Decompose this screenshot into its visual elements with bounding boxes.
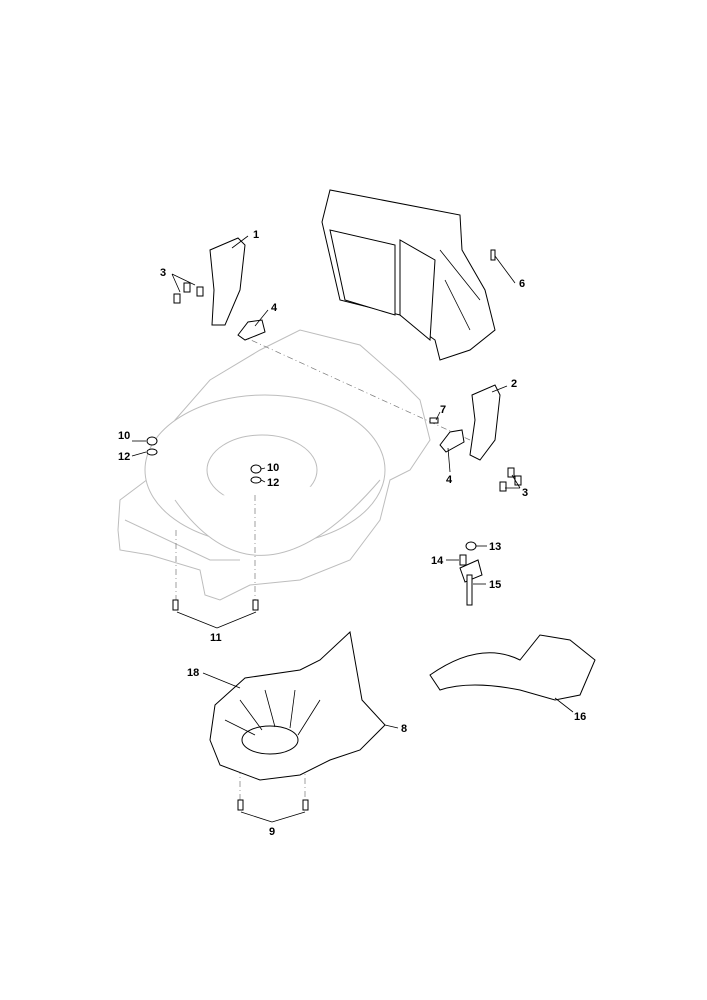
mower-deck [117,329,431,601]
callout-10: 10 [267,462,279,474]
clip-left [237,319,266,341]
callout-1: 1 [253,229,259,241]
mulch-deflector [209,631,386,781]
rear-flap-housing [321,189,496,361]
callout-4: 4 [271,302,278,314]
pin-part [490,249,496,261]
callout-15: 15 [489,579,501,591]
callout-12: 12 [118,451,130,463]
screws [172,282,522,811]
callout-11: 11 [210,632,222,644]
height-adjuster [459,541,483,606]
callout-14: 14 [431,555,444,567]
callout-10: 10 [118,430,130,442]
bracket-right [469,384,501,461]
callout-9: 9 [269,826,275,838]
callout-4: 4 [446,474,453,486]
callout-3: 3 [522,487,528,499]
clip-right [439,429,465,453]
carry-handle [429,634,596,701]
callout-12: 12 [267,477,279,489]
callout-2: 2 [511,378,517,390]
bracket-left [209,237,246,326]
callout-3: 3 [160,267,166,279]
callout-16: 16 [574,711,586,723]
leader-lines [131,235,574,823]
callout-13: 13 [489,541,501,553]
callout-18: 18 [187,667,199,679]
washers [146,436,262,484]
callout-8: 8 [401,723,407,735]
callout-6: 6 [519,278,525,290]
callout-7: 7 [440,404,446,416]
